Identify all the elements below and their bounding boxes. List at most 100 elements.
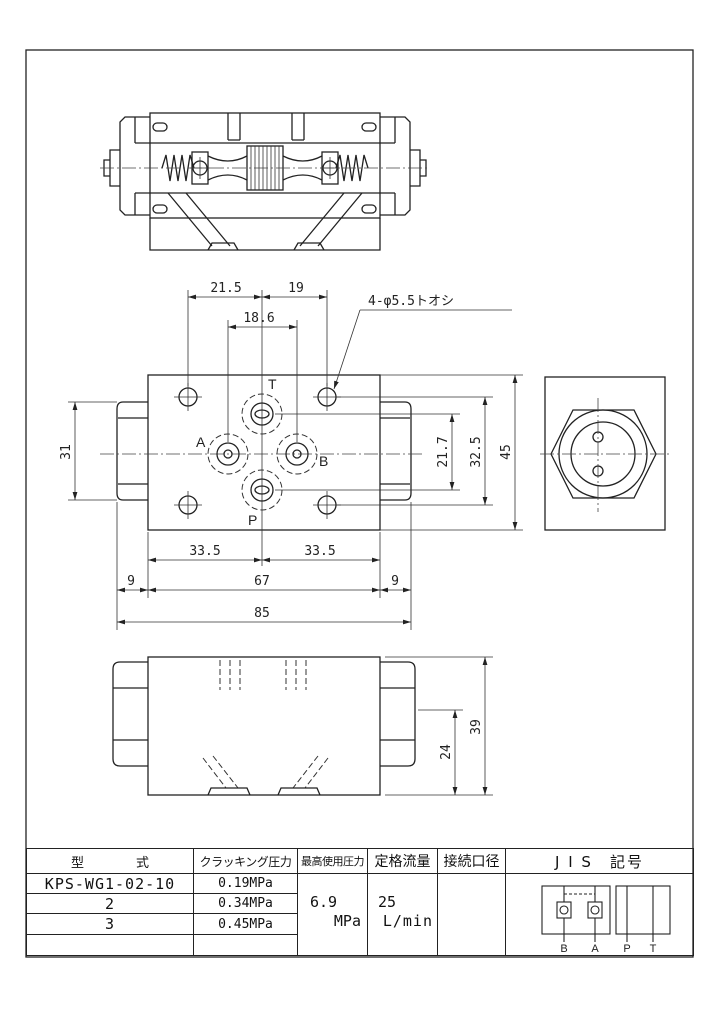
header-jis-symbol: J I S 記号 [505, 848, 694, 874]
top-hidden-passages [219, 660, 307, 690]
jis-port-p: P [623, 943, 630, 954]
left-spring [161, 154, 195, 182]
port-p-bore [250, 478, 274, 502]
cracking-cell: 0.34MPa [193, 893, 298, 914]
plan-view: T A B P 21.5 19 18.6 4-φ5.5トオシ 31 21.7 3… [59, 281, 523, 630]
dim-85: 85 [254, 606, 270, 621]
section-bore [135, 142, 395, 194]
dim-31: 31 [59, 444, 74, 460]
max-pressure-cell: 6.9 MPa [297, 873, 368, 956]
jis-port-t: T [650, 943, 657, 954]
check-valve-b [556, 901, 572, 919]
rated-flow-value: 25 [378, 893, 397, 911]
jis-port-b: B [560, 943, 567, 954]
check-valve-block [541, 885, 611, 935]
dim-9-right: 9 [391, 574, 399, 589]
header-cracking-pressure: クラッキング圧力 [193, 848, 298, 874]
bottom-port-counterbores [207, 787, 321, 796]
port-a-label: A [196, 434, 206, 450]
bottom-extension-lines [116, 502, 412, 630]
o-ring [152, 122, 168, 132]
spec-row: 3 0.45MPa [26, 913, 694, 935]
dim-24: 24 [439, 744, 454, 760]
o-ring [152, 204, 168, 214]
dim-67: 67 [254, 574, 270, 589]
right-spring [335, 154, 369, 182]
spec-row-empty [26, 934, 694, 956]
port-b-bore [285, 442, 309, 466]
dim-32-5: 32.5 [469, 436, 484, 467]
section-view [100, 112, 430, 251]
header-max-pressure: 最高使用圧力 [297, 848, 368, 874]
section-base [149, 218, 381, 251]
pilot-piston [207, 155, 323, 181]
cracking-cell: 0.45MPa [193, 913, 298, 935]
jis-hydraulic-symbol: B A P T [541, 885, 671, 954]
port-p-label: P [248, 512, 257, 528]
check-ball-b [559, 905, 569, 915]
dim-21-5: 21.5 [210, 281, 241, 296]
spec-header-row: 型 式 クラッキング圧力 最高使用圧力 定格流量 接続口径 J I S 記号 [26, 848, 694, 874]
hole-callout: 4-φ5.5トオシ [368, 294, 454, 309]
bottom-right-cap [380, 661, 416, 767]
flow-lines [563, 886, 654, 942]
header-port-size: 接続口径 [437, 848, 506, 874]
o-ring [361, 122, 377, 132]
passage-block [615, 885, 671, 935]
diagonal-hidden-passages [202, 755, 329, 789]
dim-33-5-left: 33.5 [189, 544, 220, 559]
port-size-cell [437, 873, 506, 956]
top-passages [227, 113, 305, 141]
o-ring [361, 204, 377, 214]
port-t-label: T [268, 376, 277, 392]
dim-33-5-right: 33.5 [304, 544, 335, 559]
rated-flow-unit: L/min [382, 912, 433, 930]
header-model-part-1: 型 [70, 855, 84, 871]
dim-21-7: 21.7 [436, 436, 451, 467]
right-extension-lines [275, 374, 523, 531]
port-b-inner [292, 449, 302, 459]
dim-45: 45 [499, 444, 514, 460]
section-port-counterbores [207, 242, 325, 251]
side-body [544, 376, 666, 531]
mounting-holes [174, 383, 341, 519]
section-body [149, 112, 381, 219]
empty-cell [193, 934, 298, 956]
spec-table: 型 式 クラッキング圧力 最高使用圧力 定格流量 接続口径 J I S 記号 K… [26, 848, 694, 956]
section-left-cap [119, 116, 150, 216]
port-b-label: B [319, 453, 328, 469]
max-pressure-unit: MPa [333, 912, 361, 930]
model-cell: 3 [26, 913, 194, 935]
dim-9-left: 9 [127, 574, 135, 589]
port-a-inner [223, 449, 233, 459]
cracking-cell: 0.19MPa [193, 873, 298, 894]
jis-symbol-cell: B A P T [505, 873, 694, 956]
check-ball-a [590, 905, 600, 915]
side-view [540, 376, 670, 531]
jis-port-a: A [591, 943, 599, 954]
rated-flow-cell: 25 L/min [367, 873, 438, 956]
check-valve-a [587, 901, 603, 919]
header-model-part-2: 式 [135, 855, 149, 871]
dim-39: 39 [469, 719, 484, 735]
top-extension-lines [187, 290, 328, 442]
bottom-left-cap [112, 661, 148, 767]
bottom-view: 39 24 [112, 656, 493, 796]
drawing-frame [25, 49, 694, 958]
model-cell: 2 [26, 893, 194, 914]
callout-leader [333, 309, 361, 390]
dim-18-6: 18.6 [243, 311, 274, 326]
port-t-inner [254, 409, 270, 419]
valve-body [147, 374, 381, 531]
port-t-bore [250, 402, 274, 426]
spec-row: KPS-WG1-02-10 0.19MPa 6.9 MPa 25 L/min B… [26, 873, 694, 956]
header-rated-flow: 定格流量 [367, 848, 438, 874]
left-hex-cap [116, 401, 148, 501]
model-cell: KPS-WG1-02-10 [26, 873, 194, 894]
hole-crosshairs [174, 383, 341, 519]
section-right-cap [380, 116, 411, 216]
port-a-bore [216, 442, 240, 466]
port-p-inner [254, 485, 270, 495]
diagonal-passages [167, 192, 363, 247]
